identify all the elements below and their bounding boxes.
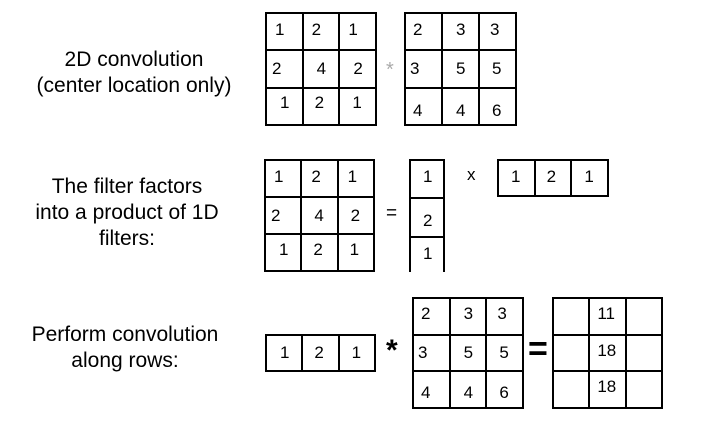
row1-label-line1: 2D convolution: [64, 48, 204, 71]
row3-result-matrix: 11 18 18: [552, 297, 663, 409]
row1-convolution-operator: *: [386, 59, 394, 81]
row2-times-sign: x: [467, 165, 476, 184]
row3-row-vector: 1 2 1: [265, 334, 376, 372]
matrix-cell: [554, 372, 589, 407]
matrix-cell: 2: [340, 51, 375, 87]
matrix-cell: 4: [302, 198, 337, 233]
row1-filter-matrix: 1 2 1 2 4 2 1 2 1: [265, 12, 377, 126]
vector-cell: 2: [411, 199, 443, 236]
row3-label: Perform convolution along rows:: [14, 322, 236, 374]
vector-cell: 2: [535, 161, 571, 195]
matrix-cell: 1: [267, 88, 302, 124]
matrix-cell: 3: [487, 299, 522, 334]
matrix-cell: 6: [480, 88, 515, 124]
matrix-cell: 2: [302, 161, 337, 196]
row3-convolution-operator: *: [386, 334, 398, 367]
matrix-cell: 4: [414, 372, 449, 407]
row3-label-line1: Perform convolution: [31, 323, 219, 346]
matrix-cell: [626, 335, 661, 371]
matrix-cell: 1: [340, 14, 375, 50]
matrix-cell: 5: [480, 51, 515, 87]
vector-cell: 1: [499, 161, 534, 195]
row2-label: The filter factors into a product of 1D …: [12, 174, 242, 252]
matrix-cell: 1: [266, 235, 301, 270]
matrix-cell: 5: [487, 335, 522, 371]
matrix-cell: 3: [414, 335, 449, 371]
row2-label-line2: into a product of 1D: [35, 201, 219, 224]
matrix-cell: 18: [590, 335, 625, 371]
row1-image-matrix: 2 3 3 3 5 5 4 4 6: [404, 12, 517, 126]
matrix-cell: 3: [443, 14, 478, 50]
row2-label-line3: filters:: [98, 227, 155, 250]
row3-label-line2: along rows:: [71, 349, 179, 372]
matrix-cell: 2: [303, 88, 339, 124]
row3-image-matrix: 2 3 3 3 5 5 4 4 6: [412, 297, 524, 409]
matrix-cell: 2: [266, 198, 301, 233]
matrix-cell: 2: [414, 299, 449, 334]
matrix-cell: [626, 299, 661, 334]
vector-cell: 1: [572, 161, 607, 195]
matrix-cell: 2: [406, 14, 441, 50]
matrix-cell: 3: [450, 299, 486, 334]
matrix-cell: 6: [487, 372, 522, 407]
vector-cell: 1: [411, 161, 443, 197]
row2-row-vector: 1 2 1: [497, 159, 609, 197]
vector-cell: 1: [267, 336, 302, 370]
matrix-cell: 5: [443, 51, 478, 87]
row1-label: 2D convolution (center location only): [14, 47, 254, 99]
matrix-cell: [626, 372, 661, 407]
matrix-cell: 3: [406, 51, 441, 87]
row2-column-vector: 1 2 1: [409, 159, 445, 272]
matrix-cell: 2: [267, 51, 302, 87]
matrix-cell: 2: [302, 235, 337, 270]
vector-cell: 1: [411, 238, 443, 272]
matrix-cell: 5: [450, 335, 486, 371]
matrix-cell: [554, 299, 589, 334]
matrix-cell: [554, 335, 589, 371]
matrix-cell: 3: [480, 14, 515, 50]
row2-filter-matrix: 1 2 1 2 4 2 1 2 1: [264, 159, 375, 272]
vector-cell: 2: [303, 336, 338, 370]
matrix-cell: 4: [406, 88, 441, 124]
matrix-cell: 18: [590, 372, 625, 407]
matrix-cell: 11: [590, 299, 625, 334]
row1-label-line2: (center location only): [36, 74, 232, 97]
row2-equals-sign: =: [386, 203, 398, 224]
matrix-cell: 1: [267, 14, 302, 50]
matrix-cell: 1: [338, 161, 373, 196]
matrix-cell: 1: [266, 161, 301, 196]
matrix-cell: 1: [338, 235, 373, 270]
row2-label-line1: The filter factors: [51, 175, 203, 198]
matrix-cell: 4: [303, 51, 339, 87]
matrix-cell: 4: [450, 372, 486, 407]
matrix-cell: 2: [303, 14, 339, 50]
matrix-cell: 4: [443, 88, 478, 124]
matrix-cell: 1: [340, 88, 375, 124]
matrix-cell: 2: [338, 198, 373, 233]
vector-cell: 1: [339, 336, 374, 370]
row3-equals-sign: =: [528, 330, 548, 368]
